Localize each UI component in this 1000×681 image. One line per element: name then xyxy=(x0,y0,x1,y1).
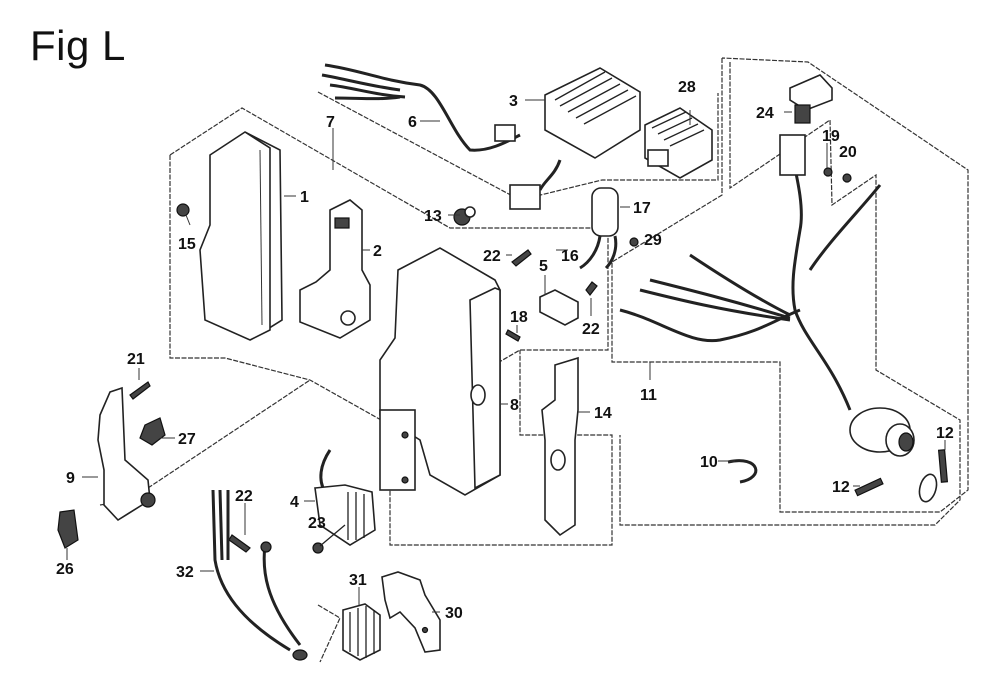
part-control-box-cover xyxy=(199,131,283,341)
callout-5: 5 xyxy=(539,258,548,275)
callout-32: 32 xyxy=(176,564,194,581)
callout-19: 19 xyxy=(822,128,840,145)
callout-26: 26 xyxy=(56,561,74,578)
figure-title: Fig L xyxy=(30,22,126,69)
part-rectifier-small xyxy=(312,449,376,554)
frame-rectifier-alt xyxy=(317,604,341,663)
part-wire-clip xyxy=(727,459,758,484)
part-nut-small xyxy=(629,237,639,247)
callout-12a: 12 xyxy=(936,425,954,442)
part-screws-22 xyxy=(228,249,598,553)
callout-22c: 22 xyxy=(235,488,253,505)
callout-6: 6 xyxy=(408,114,417,131)
part-wire-sub-harness xyxy=(321,63,521,152)
part-bolt-18 xyxy=(505,329,521,342)
callout-27: 27 xyxy=(178,431,196,448)
callout-24: 24 xyxy=(756,105,774,122)
part-stay xyxy=(381,571,441,653)
callout-1: 1 xyxy=(300,189,309,206)
part-grommet xyxy=(453,206,476,226)
frame-left-section xyxy=(169,155,391,426)
callout-14: 14 xyxy=(594,405,612,422)
callout-20: 20 xyxy=(839,144,857,161)
part-main-wire-harness xyxy=(619,74,915,457)
callout-17: 17 xyxy=(633,200,651,217)
callout-3: 3 xyxy=(509,93,518,110)
frame-main-harness xyxy=(611,57,969,513)
part-plate-stay xyxy=(539,289,579,326)
part-bracket xyxy=(299,199,371,339)
callout-22b: 22 xyxy=(582,321,600,338)
callout-21: 21 xyxy=(127,351,145,368)
callout-4: 4 xyxy=(290,494,299,511)
callout-12b: 12 xyxy=(832,479,850,496)
callout-13: 13 xyxy=(424,208,442,225)
part-stay-bracket-group xyxy=(57,381,166,549)
leader-lines xyxy=(66,99,946,613)
callout-9: 9 xyxy=(66,470,75,487)
callout-10: 10 xyxy=(700,454,718,471)
frame-regulator-group xyxy=(317,91,719,201)
callout-labels: 1 2 3 4 5 6 7 8 9 10 11 12 12 13 14 15 1… xyxy=(56,79,954,622)
callout-22a: 22 xyxy=(483,248,501,265)
part-plate xyxy=(541,356,579,537)
part-rectifier-alt xyxy=(342,603,381,661)
callout-16: 16 xyxy=(561,248,579,265)
callout-23: 23 xyxy=(308,515,326,532)
callout-28: 28 xyxy=(678,79,696,96)
part-wire-harness-sub xyxy=(211,489,308,661)
callout-30: 30 xyxy=(445,605,463,622)
callout-7: 7 xyxy=(326,114,335,131)
callout-29: 29 xyxy=(644,232,662,249)
part-condenser xyxy=(579,187,619,270)
callout-15: 15 xyxy=(178,236,196,253)
part-screw-15 xyxy=(176,203,191,226)
part-bands xyxy=(854,449,949,503)
callout-2: 2 xyxy=(373,243,382,260)
callout-8: 8 xyxy=(510,397,519,414)
part-regulator-rectifier xyxy=(509,67,641,210)
callout-31: 31 xyxy=(349,572,367,589)
part-regulator-alt xyxy=(644,107,713,179)
frame-harness-inner xyxy=(619,62,961,526)
part-control-box-case xyxy=(379,247,501,496)
callout-11: 11 xyxy=(640,387,657,404)
callout-18: 18 xyxy=(510,309,528,326)
